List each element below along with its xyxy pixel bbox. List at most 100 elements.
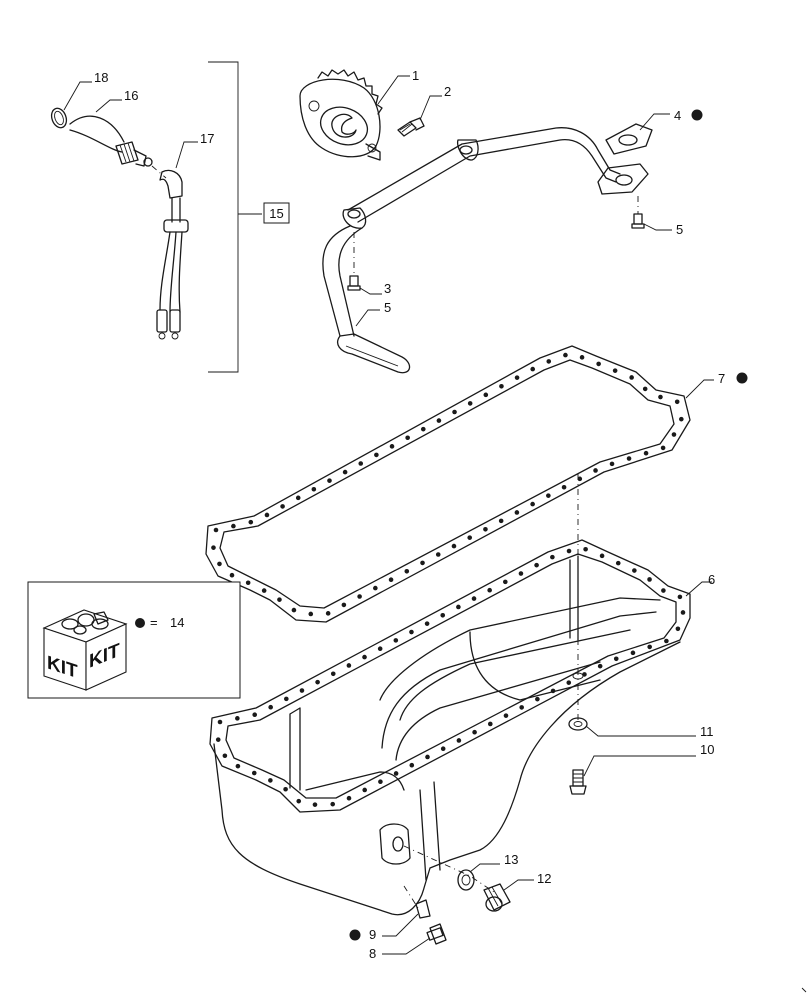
bolt-3 bbox=[347, 275, 361, 291]
oil-pan-6 bbox=[209, 539, 691, 916]
bolt-hole bbox=[487, 587, 492, 593]
kit-equals: = bbox=[150, 615, 158, 630]
callout-1: 1 bbox=[412, 68, 419, 83]
bolt-hole bbox=[615, 560, 621, 566]
bolt-hole bbox=[487, 721, 493, 727]
bolt-hole bbox=[308, 611, 314, 617]
bolt-hole bbox=[546, 493, 551, 498]
bolt-hole bbox=[456, 604, 461, 610]
gasket-bolt-holes bbox=[211, 352, 684, 617]
bolt-hole bbox=[409, 762, 415, 768]
bolt-hole bbox=[283, 786, 288, 792]
bolt-hole bbox=[342, 469, 348, 475]
callout-8: 8 bbox=[369, 946, 376, 961]
bolt-hole bbox=[378, 779, 383, 785]
callout-3: 3 bbox=[384, 281, 391, 296]
plug-8 bbox=[426, 923, 447, 945]
bolt-hole bbox=[330, 671, 336, 677]
bolt-hole bbox=[534, 562, 539, 568]
bolt-hole bbox=[498, 518, 504, 524]
bolt-2 bbox=[397, 117, 425, 137]
bolt-hole bbox=[295, 495, 301, 501]
bolt-hole bbox=[291, 607, 297, 613]
bolt-hole bbox=[268, 778, 273, 783]
bolt-hole bbox=[315, 679, 320, 685]
bolt-hole bbox=[435, 552, 441, 557]
bolt-hole bbox=[229, 572, 235, 578]
bolt-hole bbox=[451, 543, 457, 549]
callout-5-lower: 5 bbox=[384, 300, 391, 315]
bolt-hole bbox=[357, 594, 362, 599]
bolt-hole bbox=[471, 596, 477, 601]
kit-legend: KIT KIT = 14 bbox=[27, 581, 241, 699]
bolt-hole bbox=[217, 719, 223, 725]
callout-16: 16 bbox=[124, 88, 138, 103]
bolt-hole bbox=[612, 368, 618, 373]
bolt-hole bbox=[561, 484, 567, 490]
bolt-hole bbox=[284, 696, 289, 702]
drain-plug-12 bbox=[483, 883, 511, 912]
bolt-hole bbox=[483, 526, 488, 532]
callout-13: 13 bbox=[504, 852, 518, 867]
bolt-hole bbox=[264, 512, 270, 518]
bolt-hole bbox=[677, 594, 683, 600]
bolt-hole bbox=[680, 610, 686, 615]
bolt-hole bbox=[632, 568, 637, 573]
bolt-hole bbox=[664, 638, 669, 644]
bolt-hole bbox=[530, 501, 535, 507]
oil-pump bbox=[299, 69, 383, 161]
washer-13 bbox=[457, 869, 475, 891]
bolt-hole bbox=[252, 712, 258, 717]
bolt-hole bbox=[593, 468, 598, 473]
bolt-hole bbox=[503, 713, 509, 718]
callout-12: 12 bbox=[537, 871, 551, 886]
bolt-hole bbox=[658, 394, 663, 400]
bolt-hole bbox=[346, 795, 352, 801]
bolt-10 bbox=[569, 769, 587, 795]
bolt-hole bbox=[393, 638, 399, 643]
bolt-hole bbox=[388, 577, 394, 583]
bolt-hole bbox=[546, 359, 552, 364]
bolt-hole bbox=[424, 621, 430, 626]
bolt-hole bbox=[311, 486, 317, 492]
bolt-hole bbox=[661, 588, 666, 593]
bolt-hole bbox=[630, 650, 636, 656]
oil-pan-gasket-7 bbox=[205, 345, 691, 623]
callout-11: 11 bbox=[700, 724, 714, 739]
bolt-hole bbox=[609, 461, 615, 467]
bolt-hole bbox=[514, 510, 520, 515]
oil-pan-bolt-holes bbox=[215, 546, 686, 807]
bolt-hole bbox=[404, 568, 410, 574]
bolt-hole bbox=[647, 644, 652, 650]
sensor-assembly bbox=[50, 107, 189, 340]
washer-11 bbox=[568, 717, 588, 731]
bolt-hole bbox=[472, 729, 477, 735]
bolt-hole bbox=[535, 696, 540, 702]
bolt-hole bbox=[660, 445, 666, 451]
bolt-hole bbox=[456, 738, 462, 743]
bolt-hole bbox=[579, 355, 585, 360]
callouts: 18 16 17 1 2 4 5 3 5 7 6 11 bbox=[63, 68, 748, 961]
bolt-hole bbox=[519, 705, 524, 710]
bolt-hole bbox=[436, 418, 442, 423]
callout-4: 4 bbox=[674, 108, 681, 123]
bolt-hole bbox=[518, 571, 524, 576]
bolt-hole bbox=[452, 409, 457, 415]
bolt-hole bbox=[299, 688, 305, 693]
bolt-hole bbox=[499, 383, 504, 389]
wire-loop-16 bbox=[69, 115, 125, 153]
bolt-hole bbox=[425, 754, 430, 760]
bolt-hole bbox=[626, 456, 632, 461]
bolt-hole bbox=[231, 523, 236, 529]
callout-2: 2 bbox=[444, 84, 451, 99]
bolt-hole bbox=[629, 375, 634, 380]
bolt-hole bbox=[358, 461, 364, 466]
elbow-connector-17 bbox=[159, 169, 183, 199]
bolt-hole bbox=[280, 504, 285, 509]
bolt-hole bbox=[674, 399, 680, 405]
bolt-hole bbox=[647, 577, 652, 582]
bolt-hole bbox=[467, 401, 473, 406]
bolt-hole bbox=[420, 560, 425, 566]
bolt-hole bbox=[577, 476, 583, 482]
bolt-hole bbox=[235, 716, 240, 721]
